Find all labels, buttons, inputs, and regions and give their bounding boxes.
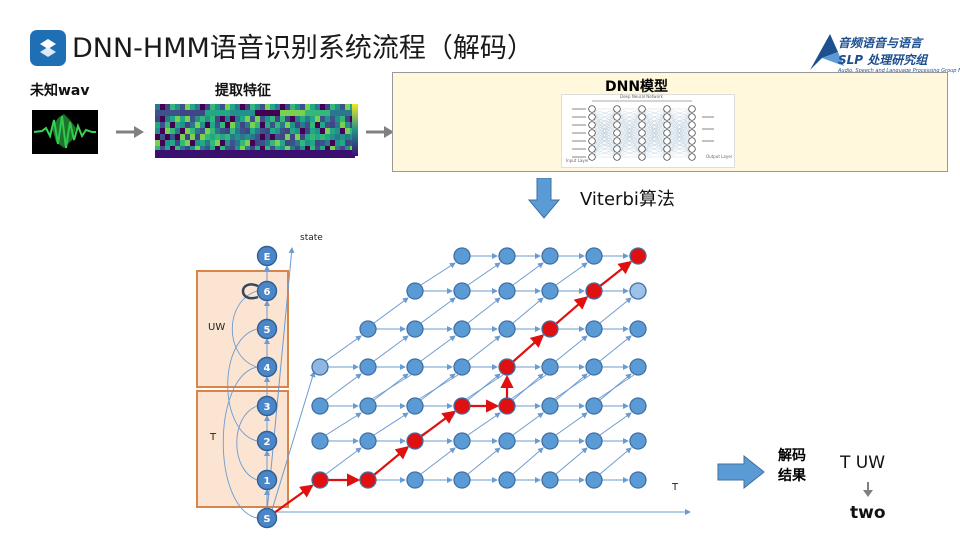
trellis-node	[585, 247, 603, 265]
dnn-network-figure	[561, 94, 735, 168]
state-node-label: 1	[264, 476, 271, 487]
state-node	[256, 280, 278, 302]
trellis-node	[498, 247, 516, 265]
trellis-node	[541, 358, 559, 376]
trellis-node	[498, 282, 516, 300]
trellis-node	[453, 320, 471, 338]
trellis-node	[359, 320, 377, 338]
trellis-node	[541, 320, 559, 338]
state-axis-label: state	[300, 233, 323, 243]
dnn-output-layer-label: Output Layer	[706, 154, 733, 159]
trellis-node	[541, 397, 559, 415]
state-node	[256, 356, 278, 378]
trellis-node	[629, 471, 647, 489]
trellis-node	[585, 282, 603, 300]
down-arrow-icon	[528, 178, 560, 219]
slp-logo-text: 音频语音与语言 SLP 处理研究组 Audio, Speech and Lang…	[838, 36, 960, 74]
state-node	[256, 395, 278, 417]
state-node	[256, 245, 278, 267]
app-logo-icon	[30, 30, 66, 66]
trellis-node	[359, 471, 377, 489]
state-axis	[266, 247, 295, 513]
colorbar	[352, 104, 358, 156]
feature-label: 提取特征	[215, 83, 271, 99]
dnn-model-label: DNN模型	[605, 79, 669, 95]
trellis-node	[629, 320, 647, 338]
trellis-node	[541, 432, 559, 450]
time-axis-label: T	[672, 482, 679, 493]
trellis-node	[629, 397, 647, 415]
trellis-node	[453, 358, 471, 376]
trellis-node	[406, 282, 424, 300]
trellis-node	[541, 282, 559, 300]
trellis-node	[311, 397, 329, 415]
trellis-node	[311, 471, 329, 489]
state-node-label: 4	[264, 363, 271, 374]
trellis-node	[585, 397, 603, 415]
trellis-node	[498, 320, 516, 338]
trellis-node	[585, 358, 603, 376]
right-arrow-icon	[717, 455, 765, 489]
trellis-node	[498, 397, 516, 415]
trellis-node	[453, 247, 471, 265]
trellis-node	[359, 397, 377, 415]
trellis-node	[585, 432, 603, 450]
trellis-node	[453, 397, 471, 415]
arrow-right-icon	[116, 126, 144, 138]
state-node	[256, 318, 278, 340]
trellis-node	[359, 358, 377, 376]
trellis-node	[629, 282, 647, 300]
waveform-image	[32, 110, 98, 154]
trellis-node	[498, 358, 516, 376]
trellis-node	[541, 471, 559, 489]
decode-result-label: 解码结果	[778, 448, 806, 484]
trellis-node	[406, 471, 424, 489]
uw-group-label: UW	[208, 322, 226, 333]
slide-title: DNN-HMM语音识别系统流程（解码）	[72, 33, 534, 64]
phone-sequence: T UW	[840, 453, 886, 473]
state-node-label: E	[264, 252, 271, 263]
trellis-node	[585, 471, 603, 489]
state-node-label: 2	[264, 437, 271, 448]
trellis-node	[359, 432, 377, 450]
dnn-input-layer-label: Input Layer	[566, 158, 589, 163]
trellis-node	[629, 432, 647, 450]
trellis-node	[406, 397, 424, 415]
trellis-node	[541, 247, 559, 265]
trellis-node	[453, 432, 471, 450]
state-node	[256, 430, 278, 452]
trellis-node	[498, 432, 516, 450]
t-group-label: T	[210, 432, 217, 443]
trellis-node	[311, 432, 329, 450]
trellis-node	[406, 432, 424, 450]
feature-spectrogram	[155, 104, 355, 158]
trellis-node	[629, 358, 647, 376]
arrow-right-icon	[366, 126, 394, 138]
state-node	[256, 507, 278, 529]
state-node-label: 6	[264, 287, 271, 298]
trellis-node	[453, 471, 471, 489]
viterbi-label: Viterbi算法	[580, 189, 675, 210]
dnn-figure-title: Deep Neural Network	[620, 94, 663, 99]
trellis-node	[406, 358, 424, 376]
slp-logo-icon	[810, 34, 844, 70]
state-node-label: 5	[264, 325, 271, 336]
input-wav-label: 未知wav	[30, 83, 90, 99]
trellis-node	[406, 320, 424, 338]
trellis-node	[585, 320, 603, 338]
state-node-label: 3	[264, 402, 271, 413]
trellis-node	[453, 282, 471, 300]
state-node	[256, 469, 278, 491]
trellis-node	[629, 247, 647, 265]
down-arrow-icon	[863, 482, 873, 497]
trellis-node	[498, 471, 516, 489]
trellis-node	[311, 358, 329, 376]
state-node-label: S	[263, 514, 270, 525]
slp-logo	[808, 30, 948, 72]
decoded-word: two	[850, 503, 886, 523]
